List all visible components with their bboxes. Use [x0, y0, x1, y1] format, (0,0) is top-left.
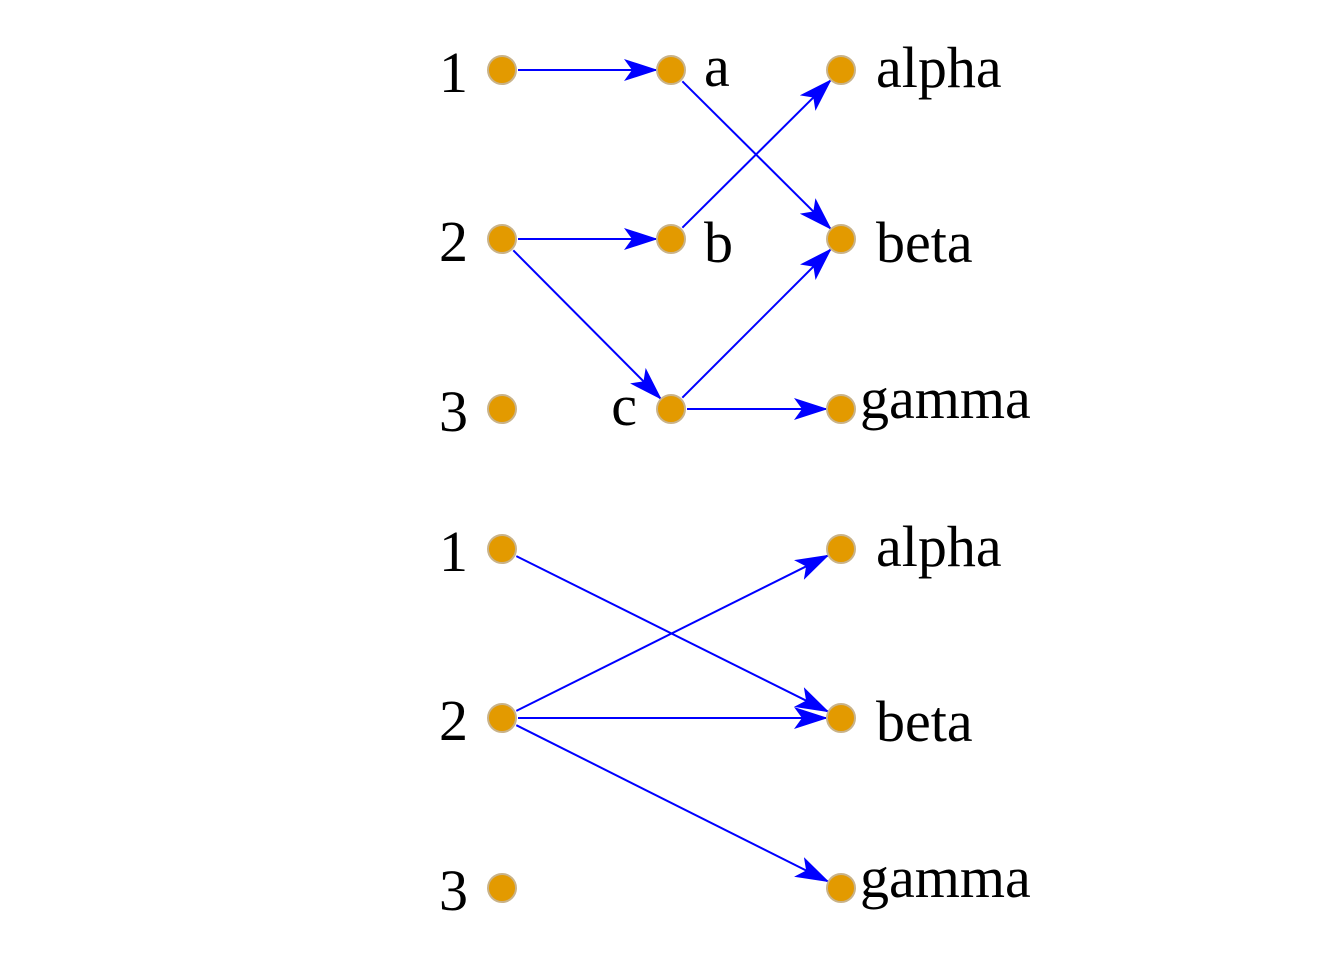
node-bottom-2: 2: [439, 688, 517, 753]
node-dot: [826, 394, 856, 424]
node-label: alpha: [876, 35, 1002, 100]
node-label: 2: [439, 688, 468, 753]
node-label: beta: [876, 689, 973, 754]
node-dot: [826, 703, 856, 733]
node-top-beta: beta: [826, 210, 973, 275]
edges-layer: [512, 59, 832, 883]
node-label: 3: [439, 858, 468, 923]
node-label: gamma: [860, 366, 1031, 431]
node-top-a: a: [656, 34, 730, 99]
node-top-3: 3: [439, 379, 517, 444]
node-bottom-alpha: alpha: [826, 514, 1002, 579]
edge-top-b-to-alpha: [681, 79, 832, 229]
node-label: b: [704, 210, 733, 275]
node-top-1: 1: [439, 40, 517, 105]
node-top-b: b: [656, 210, 733, 275]
node-dot: [656, 224, 686, 254]
node-label: c: [611, 373, 637, 438]
node-bottom-3: 3: [439, 858, 517, 923]
node-dot: [826, 224, 856, 254]
edge-top-c-to-beta: [681, 248, 832, 399]
node-top-2: 2: [439, 209, 517, 274]
node-label: a: [704, 34, 730, 99]
node-dot: [487, 703, 517, 733]
node-dot: [487, 55, 517, 85]
node-label: 1: [439, 519, 468, 584]
node-top-alpha: alpha: [826, 35, 1002, 100]
node-bottom-beta: beta: [826, 689, 973, 754]
node-label: gamma: [860, 845, 1031, 910]
node-label: 2: [439, 209, 468, 274]
node-dot: [656, 394, 686, 424]
node-bottom-gamma: gamma: [826, 845, 1031, 910]
node-label: 1: [439, 40, 468, 105]
node-dot: [826, 873, 856, 903]
node-label: 3: [439, 379, 468, 444]
node-dot: [826, 55, 856, 85]
node-label: alpha: [876, 514, 1002, 579]
nodes-layer: 1 2 3 a b c alpha beta gamma 1 2 3 alpha beta gamma: [439, 34, 1031, 923]
edge-top-2-to-c: [512, 249, 662, 400]
node-dot: [487, 873, 517, 903]
node-dot: [487, 394, 517, 424]
node-bottom-1: 1: [439, 519, 517, 584]
edge-bottom-2-to-alpha: [515, 554, 830, 712]
node-dot: [826, 534, 856, 564]
node-dot: [487, 534, 517, 564]
node-label: beta: [876, 210, 973, 275]
edge-bottom-2-to-gamma: [515, 724, 830, 883]
node-dot: [656, 55, 686, 85]
node-top-gamma: gamma: [826, 366, 1031, 431]
node-top-c: c: [611, 373, 686, 438]
node-dot: [487, 224, 517, 254]
